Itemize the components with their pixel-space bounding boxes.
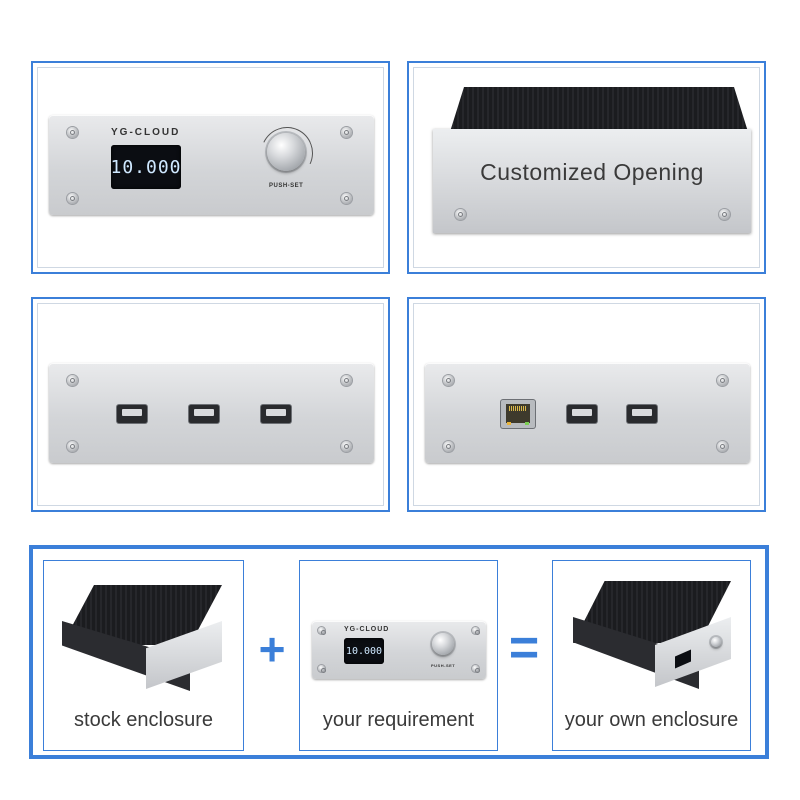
brand-logo: YG-CLOUD [111,127,181,138]
card-customized-opening: Customized Opening [407,61,766,274]
knob-label: PUSH-SET [431,663,456,668]
card-rj45-usb-panel [407,297,766,512]
screw-icon [443,375,454,386]
screw-icon [67,375,78,386]
screw-icon [341,193,352,204]
front-panel-rj45 [425,363,750,463]
screw-icon [318,627,326,635]
screw-icon [443,441,454,452]
ethernet-port-icon [501,400,535,428]
usb-port-icon [567,405,597,423]
screw-icon [67,127,78,138]
screw-icon [341,127,352,138]
brand-logo: YG-CLOUD [344,626,390,633]
customized-opening-label: Customized Opening [480,159,704,185]
screw-icon [719,209,730,220]
equals-symbol: = [508,619,540,677]
screw-icon [341,441,352,452]
usb-port-icon [261,405,291,423]
push-set-knob [432,633,454,655]
screw-icon [717,441,728,452]
stock-enclosure-caption: stock enclosure [74,709,213,731]
usb-port-icon [189,405,219,423]
usb-port-icon [627,405,657,423]
screw-icon [455,209,466,220]
card-your-requirement: YG-CLOUD 10.000 PUSH-SET your requiremen… [299,560,498,751]
own-enclosure-knob [711,637,721,647]
screw-icon [67,193,78,204]
screw-icon [67,441,78,452]
enclosure-body [449,87,749,135]
card-stock-enclosure: stock enclosure [43,560,244,751]
lcd-readout: 10.000 [110,156,182,178]
requirement-front-panel: YG-CLOUD 10.000 PUSH-SET [312,621,486,679]
knob-label: PUSH-SET [269,183,304,189]
enclosure-front-face: Customized Opening [433,129,751,233]
requirement-caption: your requirement [322,709,475,731]
card-usb-panel [31,297,390,512]
screw-icon [472,627,480,635]
own-enclosure-caption: your own enclosure [564,709,739,731]
front-panel: YG-CLOUD 10.000 PUSH-SET [49,115,374,215]
lcd-readout: 10.000 [345,645,383,657]
card-own-enclosure: your own enclosure [552,560,751,751]
card-display-panel: YG-CLOUD 10.000 PUSH-SET [31,61,390,274]
screw-icon [318,665,326,673]
front-panel-usb [49,363,374,463]
screw-icon [717,375,728,386]
screw-icon [341,375,352,386]
lcd-display: 10.000 [344,638,384,664]
push-set-knob [267,133,305,171]
screw-icon [472,665,480,673]
lcd-display: 10.000 [110,145,182,189]
usb-port-icon [117,405,147,423]
plus-symbol: + [258,623,286,675]
